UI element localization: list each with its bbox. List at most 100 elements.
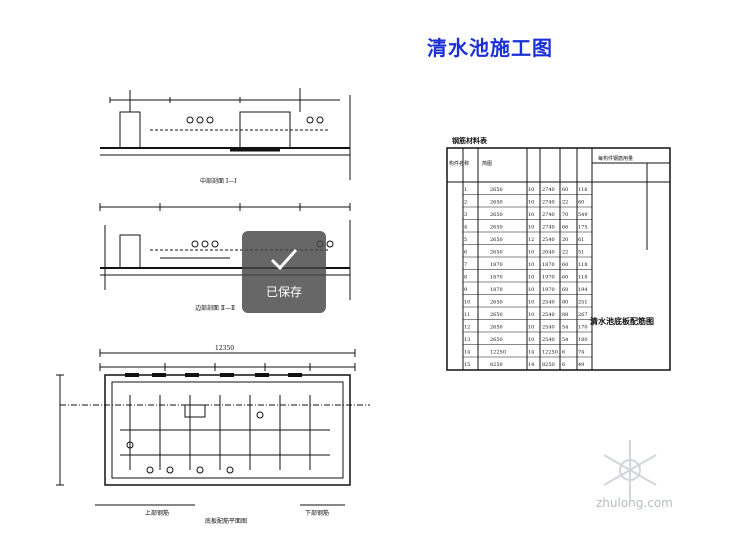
table-cell: 60: [562, 187, 568, 193]
table-cell: 2740: [542, 225, 555, 231]
table-cell: 8: [464, 275, 467, 281]
table-cell: 6: [464, 250, 467, 256]
table-cell: 10: [528, 300, 534, 306]
table-cell: 11: [464, 312, 470, 318]
table-cell: 7: [464, 262, 467, 268]
table-cell: 2740: [542, 187, 555, 193]
table-header-usage: 每构件钢筋用量: [598, 155, 633, 162]
saved-toast: 已保存: [242, 231, 326, 313]
table-cell: 2540: [542, 237, 555, 243]
table-cell: 267: [578, 312, 588, 318]
table-cell: 8250: [542, 362, 555, 368]
table-cell: 10: [528, 212, 534, 218]
table-cell: 80: [562, 300, 568, 306]
table-cell: 1870: [490, 262, 503, 268]
table-cell: 2650: [490, 200, 503, 206]
table-cell: 61: [578, 237, 584, 243]
table-cell: 10: [464, 300, 470, 306]
table-cell: 1970: [542, 275, 555, 281]
table-cell: 5: [464, 237, 467, 243]
section-1: [100, 88, 351, 180]
table-cell: 74: [578, 350, 584, 356]
table-cell: 10: [528, 287, 534, 293]
table-cell: 15: [464, 362, 470, 368]
table-cell: 2740: [542, 212, 555, 218]
table-cell: 194: [578, 287, 588, 293]
table-cell: 175: [578, 225, 588, 231]
table-cell: 6: [562, 362, 565, 368]
table-cell: 2650: [490, 212, 503, 218]
table-cell: 2650: [490, 225, 503, 231]
table-cell: 12250: [490, 350, 506, 356]
table-cell: 10: [528, 225, 534, 231]
table-cell: 51: [578, 250, 584, 256]
table-cell: 60: [562, 275, 568, 281]
plan-label: 底板配筋平面图: [205, 517, 247, 525]
table-cell: 12: [528, 237, 534, 243]
table-cell: 251: [578, 300, 588, 306]
table-cell: 116: [578, 187, 588, 193]
watermark-text: zhulong.com: [596, 496, 673, 510]
table-cell: 2040: [542, 250, 555, 256]
table-cell: 6: [562, 350, 565, 356]
table-cell: 10: [528, 337, 534, 343]
toast-message: 已保存: [265, 285, 302, 299]
table-cell: 60: [562, 287, 568, 293]
table-caption: 钢筋材料表: [452, 136, 488, 145]
table-cell: 2540: [542, 300, 555, 306]
table-cell: 2540: [542, 325, 555, 331]
table-cell: 22: [562, 250, 568, 256]
table-cell: 2650: [490, 312, 503, 318]
table-cell: 2540: [542, 337, 555, 343]
table-cell: 118: [578, 275, 588, 281]
table-cell: 3: [464, 212, 467, 218]
plan-right-label: 下部钢筋: [305, 509, 329, 517]
table-cell: 2540: [542, 312, 555, 318]
table-header-sketch: 简图: [482, 160, 492, 167]
table-cell: 20: [562, 237, 568, 243]
table-cell: 66: [562, 225, 568, 231]
table-cell: 8250: [490, 362, 503, 368]
table-cell: 1: [464, 187, 467, 193]
bottom-caption: 清水池底板配筋图: [590, 316, 654, 326]
table-cell: 14: [464, 350, 470, 356]
plan-bar-marks: [125, 373, 302, 377]
table-cell: 60: [578, 200, 584, 206]
table-cell: 2650: [490, 325, 503, 331]
table-cell: 118: [578, 262, 588, 268]
watermark-logo: [603, 440, 657, 500]
page-title: 清水池施工图: [427, 36, 553, 60]
table-cell: 1870: [490, 287, 503, 293]
rebar-table: [446, 147, 671, 371]
table-cell: 10: [528, 200, 534, 206]
check-icon: [270, 249, 298, 271]
table-cell: 10: [528, 262, 534, 268]
table-cell: 2650: [490, 337, 503, 343]
table-cell: 60: [562, 262, 568, 268]
table-cell: 88: [562, 312, 568, 318]
table-cell: 1870: [490, 275, 503, 281]
table-cell: 2740: [542, 200, 555, 206]
table-cell: 54: [562, 337, 568, 343]
table-cell: 54: [562, 325, 568, 331]
table-cell: 4: [464, 225, 467, 231]
table-cell: 2650: [490, 187, 503, 193]
table-cell: 9: [464, 287, 467, 293]
plan-total-dimension: 12350: [215, 345, 234, 352]
table-header-member: 构件名称: [449, 160, 469, 167]
table-cell: 10: [528, 312, 534, 318]
table-cell: 14: [528, 350, 534, 356]
section-1-label: 中部剖面 Ⅰ—Ⅰ: [200, 177, 237, 185]
plan-view: [56, 349, 370, 506]
table-cell: 2: [464, 200, 467, 206]
table-cell: 10: [528, 187, 534, 193]
table-cell: 22: [562, 200, 568, 206]
table-cell: 2650: [490, 250, 503, 256]
table-cell: 1970: [542, 287, 555, 293]
table-cell: 170: [578, 325, 588, 331]
table-cell: 10: [528, 275, 534, 281]
table-cell: 10: [528, 250, 534, 256]
table-cell: 2650: [490, 237, 503, 243]
